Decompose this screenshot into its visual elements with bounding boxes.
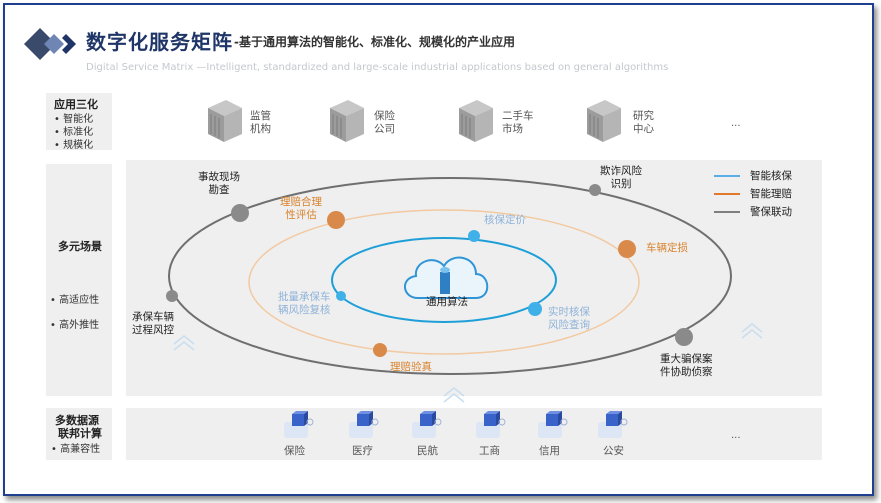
scenario-bullet: • 高外推性 (50, 320, 100, 331)
middle-tag-claim-verify: 理赔验真 (390, 361, 432, 373)
legend-label: 智能理赔 (750, 188, 792, 200)
data-sources-more: ... (731, 430, 741, 441)
inner-tag-batch-review: 批量承保车辆风险复核 (278, 291, 331, 316)
application-title: 应用三化 (54, 98, 98, 111)
legend-label: 警保联动 (750, 206, 792, 218)
orbit-node-blue (336, 291, 346, 301)
data-source-icon (476, 411, 506, 438)
building-icon (208, 100, 242, 142)
orbit-node-orange (373, 343, 387, 357)
entity-label-used-car: 二手车市场 (502, 110, 534, 135)
orbit-node-gray (589, 184, 601, 196)
orbit-node-gray (166, 290, 178, 302)
page-subtitle: -基于通用算法的智能化、标准化、规模化的产业应用 (234, 35, 515, 49)
outer-tag-fraud: 欺诈风险识别 (600, 165, 642, 190)
building-icon (587, 100, 621, 142)
data-source-label: 保险 (284, 445, 305, 457)
legend-line-claims (714, 193, 740, 195)
building-icon (330, 100, 364, 142)
orbit-node-blue (468, 230, 480, 242)
logo-icon (24, 28, 76, 60)
entity-label-regulator: 监管机构 (250, 110, 271, 135)
inner-orbit (331, 237, 557, 323)
entity-label-insurer: 保险公司 (374, 110, 395, 135)
building-icon (459, 100, 493, 142)
outer-orbit (168, 177, 732, 375)
page-title: 数字化服务矩阵 (86, 30, 233, 54)
middle-tag-damage: 车辆定损 (646, 242, 688, 254)
orbit-node-orange (327, 211, 345, 229)
application-label-panel (46, 93, 112, 150)
scenario-bullet: • 高适应性 (50, 295, 100, 306)
data-main-panel (126, 408, 822, 460)
data-source-icon (412, 411, 442, 438)
data-source-label: 医疗 (352, 445, 373, 457)
outer-tag-underwriting: 承保车辆过程风控 (132, 311, 174, 336)
orbit-node-blue (528, 302, 542, 316)
english-subtitle: Digital Service Matrix —Intelligent, sta… (86, 62, 669, 73)
data-source-icon (538, 411, 568, 438)
orbit-node-gray (675, 328, 693, 346)
middle-tag-claim-eval: 理赔合理性评估 (280, 196, 322, 221)
entity-label-research: 研究中心 (633, 110, 654, 135)
entities-more: ... (731, 118, 741, 129)
legend-line-underwriting (714, 175, 740, 177)
outer-tag-investigation: 重大骗保案件协助侦察 (660, 353, 713, 378)
outer-tag-accident: 事故现场勘查 (198, 171, 240, 196)
entity-buildings (208, 100, 621, 142)
data-title: 联邦计算 (58, 427, 102, 440)
application-bullet: • 智能化 (54, 114, 94, 125)
inner-tag-realtime: 实时核保风险查询 (548, 306, 590, 331)
data-label-panel (46, 408, 112, 460)
data-source-label: 民航 (417, 445, 438, 457)
cloud-icon (404, 256, 489, 299)
scenario-label-panel (46, 164, 112, 396)
middle-orbit (248, 209, 640, 355)
data-source-icon (349, 411, 379, 438)
data-source-label: 公安 (603, 445, 624, 457)
data-source-icon (598, 411, 628, 438)
data-source-icon (284, 411, 314, 438)
data-source-label: 信用 (539, 445, 560, 457)
orbit-node-orange (618, 240, 636, 258)
chevron-up-icon (173, 322, 763, 403)
data-bullet: • 高兼容性 (51, 444, 101, 455)
scenario-title: 多元场景 (58, 240, 102, 253)
data-title: 多数据源 (55, 414, 99, 427)
orbit-node-gray (231, 204, 249, 222)
inner-tag-pricing: 核保定价 (484, 214, 526, 226)
center-label: 通用算法 (426, 296, 468, 308)
data-source-label: 工商 (479, 445, 500, 457)
application-bullet: • 规模化 (54, 140, 94, 151)
legend-label: 智能核保 (750, 170, 792, 182)
legend-line-police (714, 211, 740, 213)
application-bullet: • 标准化 (54, 127, 94, 138)
